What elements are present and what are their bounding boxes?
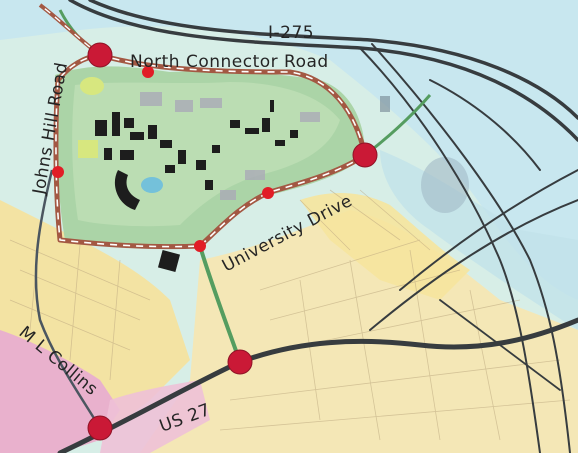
campus-inner — [72, 82, 340, 227]
intersection-marker-large — [87, 42, 113, 68]
johns-hill-north-dash — [39, 4, 101, 56]
intersection-marker-large — [227, 349, 253, 375]
interstate-i275 — [68, 0, 578, 453]
campus-pond — [141, 177, 163, 193]
intersection-marker-small — [262, 187, 274, 199]
campus-connector — [198, 245, 242, 363]
intersection-marker-small — [142, 66, 154, 78]
urban-area-east — [300, 193, 470, 300]
urban-area-south — [140, 210, 578, 453]
intersection-marker-small — [194, 240, 206, 252]
label-i275: I-275 — [268, 23, 314, 43]
street-grid — [9, 189, 571, 441]
intersection-marker-large — [352, 142, 378, 168]
label-north-connector: North Connector Road — [130, 52, 329, 72]
water-area — [0, 0, 578, 300]
commercial-area-south — [100, 380, 210, 453]
intersection-marker-large — [87, 415, 113, 441]
campus-loop-road — [53, 52, 368, 250]
stadium — [421, 157, 469, 213]
campus-buildings — [95, 96, 390, 273]
sports-field — [80, 77, 104, 95]
sports-field — [78, 140, 98, 158]
ml-collins-road — [34, 169, 102, 429]
intersection-marker-small — [52, 166, 64, 178]
campus-structures — [140, 92, 320, 200]
us27-road — [57, 317, 578, 453]
